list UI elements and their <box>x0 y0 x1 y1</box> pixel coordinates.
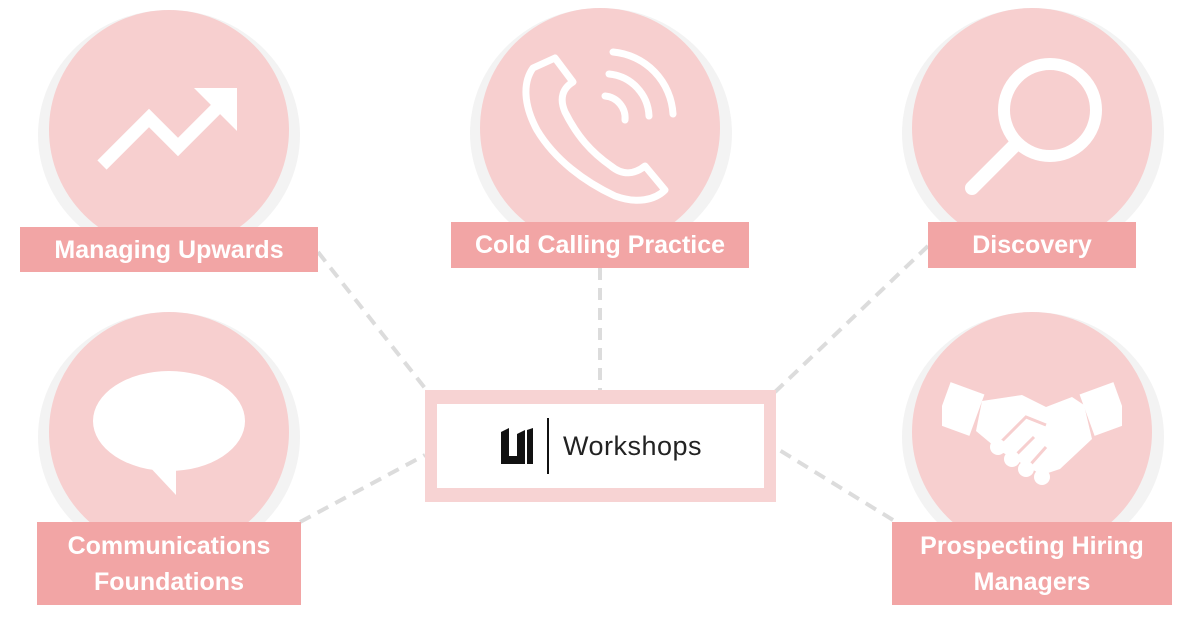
label-text: Managing Upwards <box>54 235 284 264</box>
center-title: Workshops <box>562 430 703 461</box>
label-discovery: Discovery <box>928 222 1136 268</box>
center-hub: Workshops <box>425 390 776 502</box>
label-cold-calling-practice: Cold Calling Practice <box>451 222 749 268</box>
u-logo-icon <box>500 428 533 464</box>
logo-divider <box>546 418 549 474</box>
label-text-line-2: Managers <box>973 567 1091 596</box>
center-hub-box: Workshops <box>437 404 764 488</box>
label-text-line-1: Communications <box>67 531 271 560</box>
connector-prospecting <box>774 446 895 522</box>
label-managing-upwards: Managing Upwards <box>20 227 318 272</box>
magnifying-glass-icon <box>912 8 1152 248</box>
phone-ringing-icon <box>480 8 720 248</box>
speech-bubble-icon <box>49 312 289 552</box>
handshake-icon <box>912 312 1152 552</box>
label-communications-foundations: Communications Foundations <box>37 522 301 605</box>
connector-communications <box>299 453 426 524</box>
label-text: Cold Calling Practice <box>474 231 726 259</box>
label-prospecting-hiring-managers: Prospecting Hiring Managers <box>892 522 1172 605</box>
label-text: Discovery <box>972 231 1092 259</box>
trending-up-arrow-icon <box>49 10 289 250</box>
connector-managing-upwards <box>316 250 430 394</box>
label-text-line-1: Prospecting Hiring <box>920 531 1144 560</box>
connector-discovery <box>773 244 930 394</box>
label-text-line-2: Foundations <box>94 567 244 596</box>
